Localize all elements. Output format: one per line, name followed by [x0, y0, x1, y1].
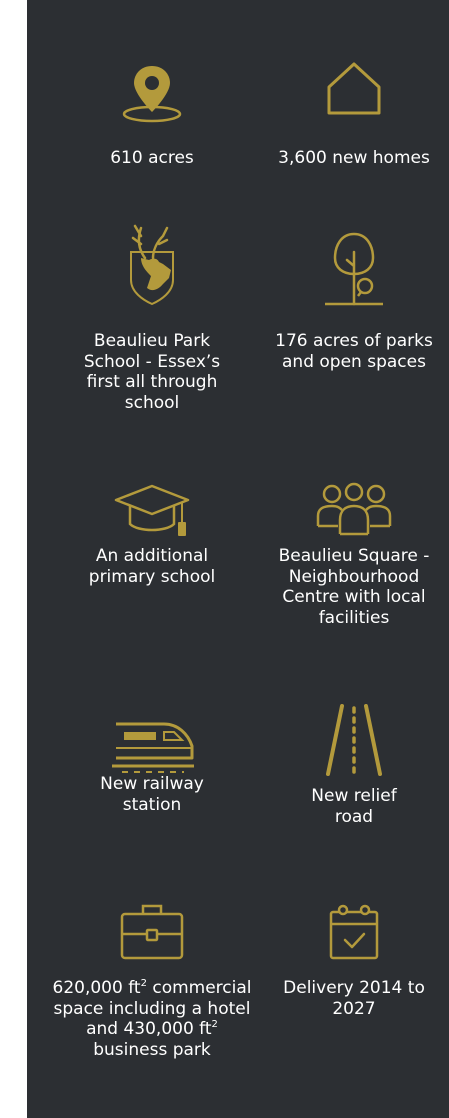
- road-icon: [264, 704, 444, 780]
- feature-school: Beaulieu Park School - Essex’s first all…: [62, 222, 242, 413]
- tree-icon: [264, 222, 444, 307]
- feature-label: Beaulieu Park School - Essex’s first all…: [83, 331, 221, 413]
- feature-parks: 176 acres of parks and open spaces: [264, 222, 444, 372]
- feature-label: 3,600 new homes: [278, 148, 430, 168]
- label-part: 620,000 ft: [52, 978, 141, 998]
- briefcase-icon: [51, 900, 253, 964]
- feature-label: New railway station: [100, 774, 204, 815]
- feature-acres: 610 acres: [62, 60, 242, 169]
- feature-commercial: 620,000 ft2 commercial space including a…: [51, 900, 253, 1060]
- label-part: commercial space including a hotel and 4…: [53, 978, 252, 1039]
- train-icon: [62, 704, 242, 780]
- people-group-icon: [264, 482, 444, 540]
- feature-label: 610 acres: [110, 148, 194, 168]
- calendar-icon: [264, 900, 444, 964]
- stag-crest-icon: [62, 222, 242, 307]
- label-part: business park: [93, 1039, 211, 1060]
- feature-homes: 3,600 new homes: [264, 60, 444, 169]
- features-panel: 610 acres 3,600 new homes Beaulieu Park …: [27, 0, 449, 1118]
- location-pin-icon: [62, 60, 242, 130]
- feature-label: Beaulieu Square - Neighbourhood Centre w…: [278, 546, 430, 628]
- feature-relief-road: New relief road: [264, 704, 444, 827]
- feature-label: 176 acres of parks and open spaces: [275, 331, 433, 372]
- feature-primary-school: An additional primary school: [62, 482, 242, 587]
- feature-delivery: Delivery 2014 to 2027: [264, 900, 444, 1019]
- feature-label: New relief road: [311, 786, 397, 827]
- house-icon: [264, 60, 444, 130]
- graduation-cap-icon: [62, 482, 242, 540]
- feature-neighbourhood-centre: Beaulieu Square - Neighbourhood Centre w…: [264, 482, 444, 628]
- feature-label: 620,000 ft2 commercial space including a…: [51, 978, 253, 1060]
- feature-railway: New railway station: [62, 704, 242, 815]
- superscript-2: 2: [140, 978, 147, 989]
- feature-label: An additional primary school: [88, 546, 216, 587]
- superscript-2: 2: [211, 1019, 218, 1030]
- feature-label: Delivery 2014 to 2027: [283, 978, 425, 1019]
